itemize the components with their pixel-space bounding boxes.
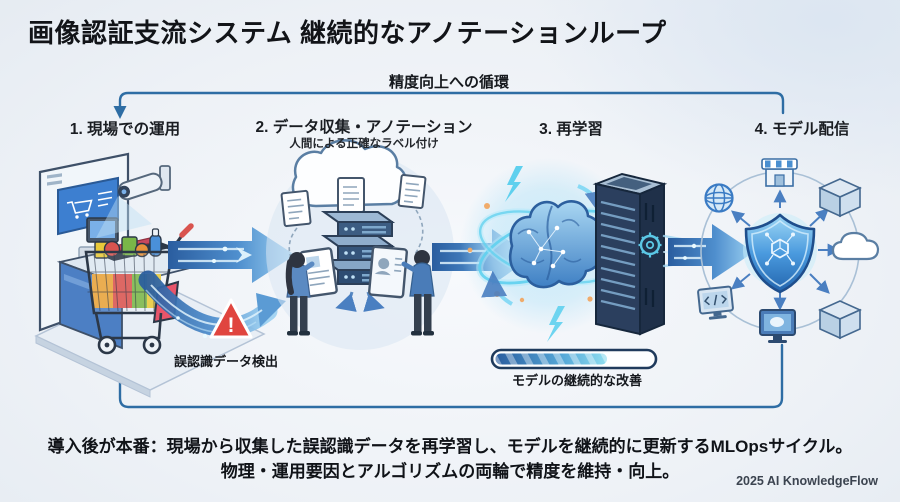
security-camera-icon [96,165,171,238]
step-sublabel-human-labeling: 人間による正確なラベル付け [289,138,439,150]
deploy-arrows [730,189,841,311]
deployment-illustration [697,158,880,343]
flow-arrow-1-2 [168,227,295,283]
store-building-icon [818,178,862,218]
step-label-field-operation: 1. 現場での運用 [69,121,181,138]
step-label-model-deployment: 4. モデル配信 [754,121,850,138]
page-title: 画像認証支流システム 継続的なアノテーションループ [28,18,667,48]
store-building-icon-2 [818,300,862,340]
step-label-data-collection: 2. データ収集・アノテーション [255,119,473,136]
credit-label: 2025 AI KnowledgeFlow [736,474,878,488]
annotation-illustration [266,139,454,350]
step-label-retraining: 3. 再学習 [539,121,603,138]
cloud-icon-right [831,231,880,261]
shield-icon [743,213,817,294]
summary-line-1: 導入後が本番：現場から収集した誤認識データを再学習し、モデルを継続的に更新するM… [47,437,853,456]
monitor-code-icon [697,285,734,320]
document-icon [397,174,427,209]
field-operation-illustration [34,152,266,398]
warning-icon: ! [209,298,253,339]
feedback-loop-label: 精度向上への循環 [388,74,509,91]
lightning-icon [505,166,565,342]
cloud-icon [291,139,408,208]
monitor-icon [759,309,796,343]
gear-icon [638,232,662,258]
retraining-illustration [460,158,722,370]
brain-icon [508,200,603,289]
progress-bar [490,348,658,370]
annotator-right [368,245,435,336]
globe-icon [704,183,734,213]
error-data-flow: ! [138,270,286,339]
annotator-left [285,247,338,336]
feedback-loop-top [113,91,785,119]
storefront-icon [761,158,798,187]
flow-arrow-3-4 [668,224,754,280]
sync-arrows [335,291,385,312]
svg-text:!: ! [228,314,235,337]
document-icon [337,177,365,213]
error-detection-label: 誤認識データ検出 [173,354,278,369]
model-improvement-label: モデルの継続的な改善 [511,373,642,388]
training-server [592,172,668,336]
document-icon [280,189,312,228]
cart-glyph-icon [66,190,113,219]
summary-line-2: 物理・運用要因とアルゴリズムの両輪で精度を維持・向上。 [220,462,680,481]
